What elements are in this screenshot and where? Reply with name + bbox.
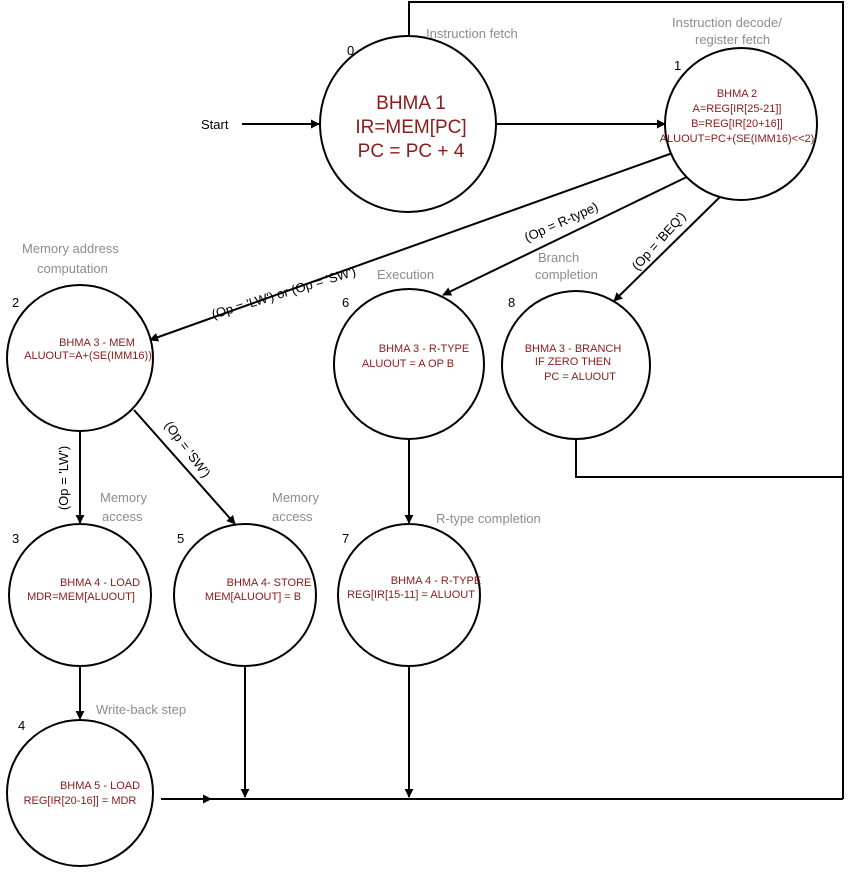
state-7-number: 7 (342, 531, 349, 546)
caption-writeback: Write-back step (96, 702, 186, 717)
state-5-line2: MEM[ALUOUT] = B (205, 591, 301, 603)
state-4-line1: BHMA 5 - LOAD (60, 780, 140, 792)
edge-8-return (575, 440, 843, 478)
caption-memaccess-5-line2: access (272, 509, 313, 524)
caption-execution: Execution (377, 267, 434, 282)
state-7-circle (337, 523, 481, 667)
caption-memaccess-3-line2: access (102, 509, 143, 524)
return-bus-right (404, 1, 844, 799)
state-3-circle (8, 523, 152, 667)
state-5-line1: BHMA 4- STORE (227, 577, 312, 589)
caption-decode-line2: register fetch (695, 32, 770, 47)
start-label: Start (201, 117, 229, 132)
state-0-line1: BHMA 1 (376, 93, 446, 114)
caption-memaddr-line1: Memory address (22, 241, 119, 256)
state-0-line2: IR=MEM[PC] (355, 117, 466, 138)
state-4-circle (6, 719, 154, 867)
edge-1-to-2 (149, 149, 682, 342)
state-8-line2: IF ZERO THEN (535, 356, 611, 368)
state-0-circle (319, 35, 497, 213)
state-1-line2: A=REG[IR[25-21]] (693, 103, 782, 115)
edge-1-to-6 (442, 172, 696, 296)
state-1-line3: B=REG[IR[20+16]] (691, 118, 783, 130)
state-6-circle (333, 288, 485, 440)
state-3-line1: BHMA 4 - LOAD (60, 577, 140, 589)
state-5-number: 5 (177, 531, 184, 546)
state-7-line2: REG[IR[15-11] = ALUOUT (347, 589, 475, 601)
state-1-circle (664, 47, 818, 201)
edge-label-beq: (Op = 'BEQ') (629, 209, 689, 273)
edge-label-lw-or-sw: (Op = 'LW') or (Op = 'SW') (210, 264, 358, 322)
state-8-number: 8 (508, 295, 515, 310)
state-6-line1: BHMA 3 - R-TYPE (379, 343, 469, 355)
state-5-circle (173, 523, 317, 667)
caption-memaddr-line2: computation (37, 261, 108, 276)
state-2-number: 2 (12, 295, 19, 310)
edge-label-lw: (Op = 'LW') (56, 446, 71, 510)
state-1-line4: ALUOUT=PC+(SE(IMM16)<<2) (660, 133, 815, 145)
state-3-line2: MDR=MEM[ALUOUT] (27, 591, 135, 603)
state-4-number: 4 (18, 718, 25, 733)
caption-memaccess-5-line1: Memory (272, 490, 319, 505)
state-0-number: 0 (347, 43, 354, 58)
caption-instruction-fetch: Instruction fetch (426, 26, 518, 41)
state-6-line2: ALUOUT = A OP B (362, 358, 454, 370)
state-8-circle (501, 290, 651, 440)
state-1-line1: BHMA 2 (717, 88, 757, 100)
edge-1-to-8 (613, 193, 724, 302)
state-8-line3: PC = ALUOUT (544, 371, 616, 383)
state-4-line2: REG[IR[20-16]] = MDR (24, 795, 137, 807)
edge-2-to-5 (133, 409, 236, 525)
state-1-number: 1 (674, 58, 681, 73)
state-3-number: 3 (12, 531, 19, 546)
state-2-circle (6, 284, 154, 432)
state-2-line2: ALUOUT=A+(SE(IMM16)) (24, 350, 152, 362)
state-8-line1: BHMA 3 - BRANCH (525, 343, 622, 355)
state-2-line1: BHMA 3 - MEM (59, 337, 135, 349)
caption-decode-line1: Instruction decode/ (672, 15, 782, 30)
caption-rtype-completion: R-type completion (436, 511, 541, 526)
state-0-line3: PC = PC + 4 (358, 141, 465, 162)
caption-memaccess-3-line1: Memory (100, 490, 147, 505)
caption-branch-line1: Branch (538, 250, 579, 265)
state-6-number: 6 (342, 295, 349, 310)
caption-branch-line2: completion (535, 267, 598, 282)
state-7-line1: BHMA 4 - R-TYPE (391, 575, 481, 587)
